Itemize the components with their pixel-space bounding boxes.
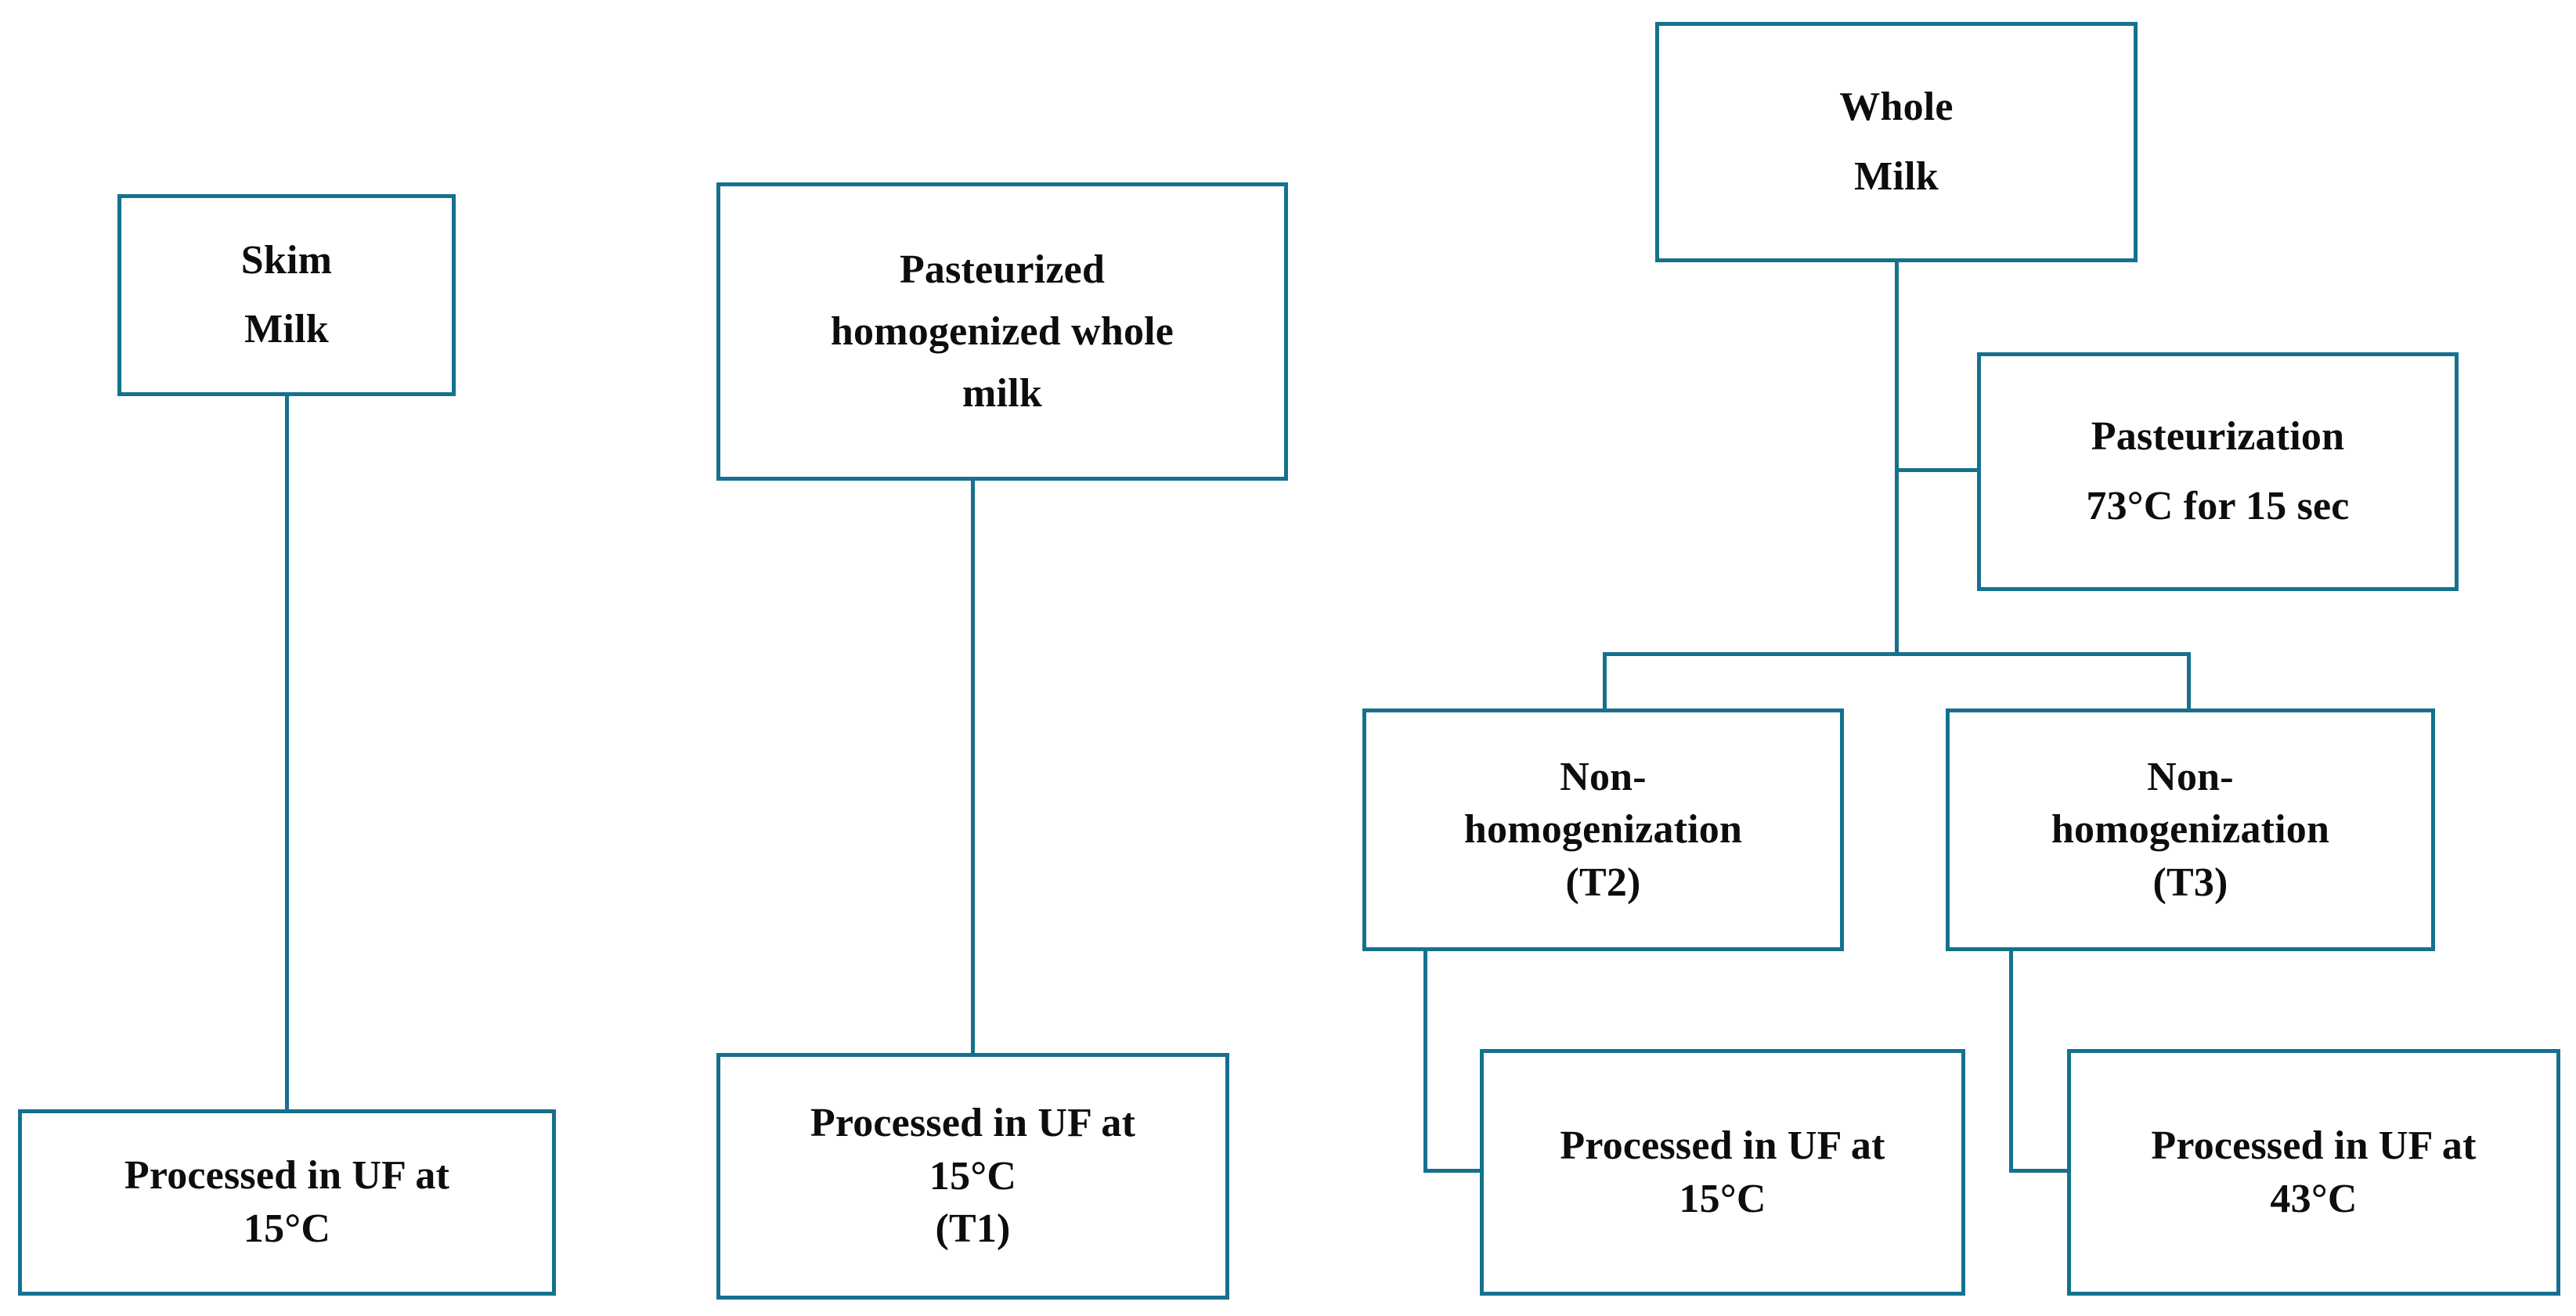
node-pasteurization-line2: 73°C for 15 sec xyxy=(2086,483,2350,528)
node-non-homogenization-t3-line2: homogenization xyxy=(2051,807,2330,853)
node-t3-processed-uf-line2: 43°C xyxy=(2270,1176,2358,1221)
connector-split-bar xyxy=(1603,652,2191,656)
connector-split-right-drop xyxy=(2187,652,2191,711)
node-t3-processed-uf-line1: Processed in UF at xyxy=(2151,1123,2477,1168)
node-pasteurization[interactable]: Pasteurization 73°C for 15 sec xyxy=(1977,352,2459,591)
connector-wholemilk-trunk xyxy=(1895,262,1899,654)
node-pasteurization-line1: Pasteurization xyxy=(2091,414,2345,460)
connector-pasthom-to-t1 xyxy=(971,481,975,1053)
node-t3-processed-uf[interactable]: Processed in UF at 43°C xyxy=(2067,1049,2560,1296)
node-pasteurized-homogenized-line2: homogenized whole xyxy=(830,308,1174,354)
connector-trunk-to-pasteurization xyxy=(1895,468,1979,472)
node-whole-milk-line1: Whole xyxy=(1839,85,1954,130)
node-non-homogenization-t2[interactable]: Non- homogenization (T2) xyxy=(1362,708,1844,951)
node-t2-processed-uf-line2: 15°C xyxy=(1679,1176,1766,1221)
node-skim-milk-line2: Milk xyxy=(244,307,329,352)
node-pasteurized-homogenized-line1: Pasteurized xyxy=(899,247,1106,292)
node-pasteurized-homogenized-whole-milk[interactable]: Pasteurized homogenized whole milk xyxy=(716,182,1288,481)
connector-t3-to-uf xyxy=(2009,1169,2069,1173)
connector-split-left-drop xyxy=(1603,652,1607,711)
node-t1-processed-uf-line3: (T1) xyxy=(935,1206,1011,1252)
node-skim-processed-uf[interactable]: Processed in UF at 15°C xyxy=(18,1109,556,1296)
node-skim-milk[interactable]: Skim Milk xyxy=(117,194,456,396)
node-pasteurized-homogenized-line3: milk xyxy=(962,371,1042,416)
connector-skim-to-uf xyxy=(285,396,289,1109)
connector-t2-drop xyxy=(1423,951,1427,1173)
node-non-homogenization-t3-line1: Non- xyxy=(2147,754,2234,799)
node-t1-processed-uf[interactable]: Processed in UF at 15°C (T1) xyxy=(716,1053,1229,1300)
node-skim-processed-uf-line2: 15°C xyxy=(243,1206,331,1251)
connector-t3-drop xyxy=(2009,951,2013,1173)
node-t2-processed-uf-line1: Processed in UF at xyxy=(1560,1123,1885,1168)
node-t1-processed-uf-line2: 15°C xyxy=(929,1153,1017,1199)
node-non-homogenization-t3-line3: (T3) xyxy=(2152,860,2228,905)
node-skim-milk-line1: Skim xyxy=(240,237,333,283)
node-non-homogenization-t3[interactable]: Non- homogenization (T3) xyxy=(1946,708,2435,951)
node-non-homogenization-t2-line3: (T2) xyxy=(1565,860,1641,905)
node-t1-processed-uf-line1: Processed in UF at xyxy=(810,1101,1136,1146)
node-skim-processed-uf-line1: Processed in UF at xyxy=(124,1153,450,1199)
node-non-homogenization-t2-line1: Non- xyxy=(1560,754,1647,799)
node-whole-milk-line2: Milk xyxy=(1854,153,1939,199)
node-t2-processed-uf[interactable]: Processed in UF at 15°C xyxy=(1480,1049,1965,1296)
node-non-homogenization-t2-line2: homogenization xyxy=(1463,807,1743,853)
node-whole-milk[interactable]: Whole Milk xyxy=(1655,22,2138,262)
connector-t2-to-uf xyxy=(1423,1169,1482,1173)
